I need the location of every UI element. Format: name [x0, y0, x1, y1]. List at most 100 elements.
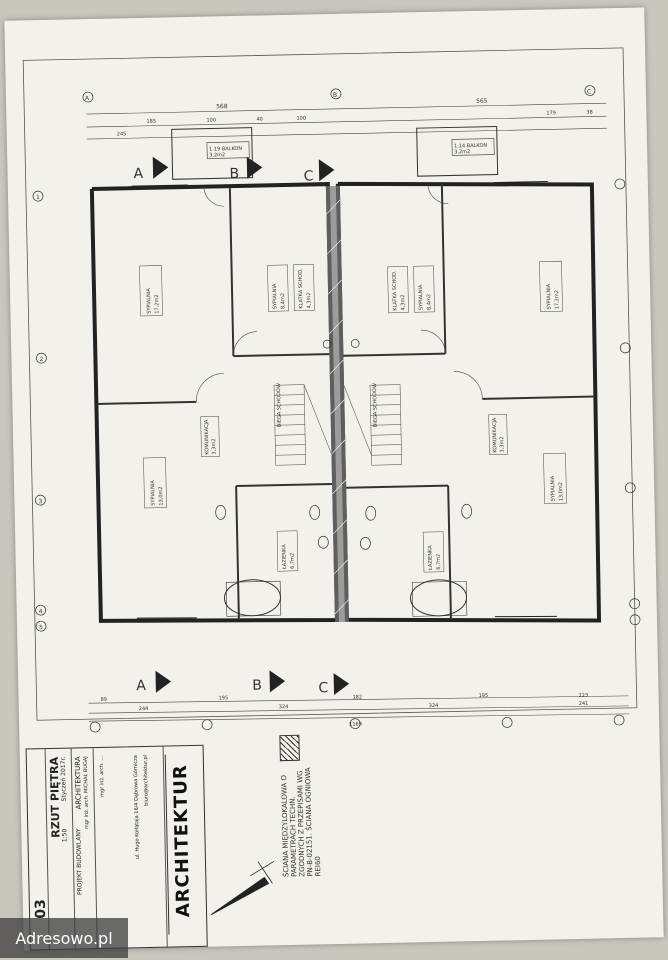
- top-dim-9: 245: [117, 131, 127, 137]
- windows: [131, 180, 558, 623]
- legend-text: ŚCIANA MIĘDZYLOKALOWA O PARAMETRACH TECH…: [280, 767, 323, 878]
- room-labels-left: SYPIALNIA 17,2m2 SYPIALNIA 8,4m2 KLATKA …: [139, 264, 315, 572]
- bottom-dimension-lines: [88, 695, 629, 722]
- room-labels-right: SYPIALNIA 17,2m2 SYPIALNIA 8,4m2 KLATKA …: [387, 260, 567, 573]
- axis-4: 4: [39, 608, 43, 615]
- floor-plan: 568 565 185 100 40 100 179 38 245 A B C …: [22, 47, 641, 916]
- bathtub-left: [223, 579, 281, 617]
- balcony-right: [416, 126, 499, 177]
- section-b-bottom: B: [252, 678, 262, 694]
- top-dim-3: 185: [146, 119, 156, 125]
- room-right-4: KOMUNIKACJA: [492, 417, 499, 453]
- bottom-dim-6: 324: [429, 703, 439, 709]
- bottom-dim-3: 195: [219, 695, 229, 701]
- top-dimension-lines: [86, 102, 607, 140]
- room-left-5: SYPIALNIA: [150, 480, 157, 506]
- room-right-5: SYPIALNIA: [550, 475, 557, 501]
- sheet-number: 03: [32, 899, 50, 919]
- room-right-3-area: 4,3m2: [400, 294, 406, 310]
- top-dim-2: 565: [476, 98, 488, 105]
- checker: mgr inż. arch. ...: [98, 755, 106, 797]
- top-dim-7: 179: [546, 110, 556, 116]
- sheet-scale: 1:50: [61, 828, 69, 843]
- room-left-3: KLATKA SCHOD.: [298, 268, 305, 309]
- bottom-dim-total: 1169: [349, 721, 362, 727]
- axis-c-top: C: [587, 89, 591, 96]
- room-right-1: SYPIALNIA: [546, 283, 553, 309]
- designer: mgr inż. arch. MICHAŁ BUGAJ: [82, 756, 91, 830]
- section-a-top: A: [133, 166, 143, 182]
- room-right-4-area: 3,3m2: [499, 436, 505, 452]
- room-left-1: SYPIALNIA: [146, 288, 153, 314]
- door-swings: [196, 183, 483, 402]
- bottom-dim-7: 195: [479, 693, 489, 699]
- stairs-label-left: BIEGA SCHODÓW: [275, 383, 283, 427]
- room-left-5-area: 13,0m2: [158, 486, 164, 505]
- section-markers: [152, 156, 350, 696]
- studio-logo: ARCHITEKTUR: [164, 753, 200, 935]
- project-stage: PROJEKT BUDOWLANY: [75, 828, 84, 896]
- axis-1: 1: [36, 194, 40, 201]
- drawing-frame: [22, 47, 638, 721]
- bottom-dim-5: 182: [353, 694, 363, 700]
- bottom-dim-8: 241: [579, 701, 589, 707]
- top-dim-6: 100: [296, 116, 306, 122]
- studio-address: ul. Hugo Kołłątaja 16/4 Dąbrowa Górnicza: [132, 755, 141, 860]
- axis-2: 2: [39, 356, 43, 363]
- room-right-6: ŁAZIENKA: [427, 545, 434, 571]
- room-right-2: SYPIALNIA: [418, 284, 425, 310]
- section-c-bottom: C: [318, 680, 328, 696]
- drawing-sheet: 568 565 185 100 40 100 179 38 245 A B C …: [4, 7, 664, 951]
- balcony-right-label: 1.14 BALKON: [454, 143, 487, 150]
- section-c-top: C: [303, 168, 313, 184]
- room-right-6-area: 6,7m2: [436, 554, 442, 570]
- discipline: ARCHITEKTURA: [73, 756, 83, 810]
- legend-hatch-icon: [279, 734, 300, 762]
- sanitary-fixtures: [215, 339, 473, 550]
- room-right-3: KLATKA SCHOD.: [392, 270, 399, 311]
- bottom-dim-2: 244: [139, 706, 149, 712]
- balcony-left-label: 1.19 BALKON: [209, 146, 242, 153]
- watermark-text: Adresowo.pl: [15, 928, 113, 948]
- bottom-dim-4: 324: [279, 704, 289, 710]
- room-right-5-area: 13,0m2: [558, 482, 564, 501]
- room-left-4: KOMUNIKACJA: [204, 419, 211, 455]
- room-left-2: SYPIALNIA: [272, 283, 279, 309]
- stairs-left: [273, 384, 332, 466]
- room-left-3-area: 4,3m2: [306, 292, 312, 308]
- balcony-left: [171, 127, 254, 180]
- stairs-label-right: BIEGA SCHODÓW: [371, 383, 379, 427]
- axis-a-top: A: [85, 95, 90, 102]
- room-left-4-area: 3,3m2: [211, 438, 217, 454]
- room-left-1-area: 17,2m2: [154, 294, 160, 313]
- section-b-top: B: [229, 166, 239, 182]
- room-right-1-area: 17,2m2: [554, 290, 560, 309]
- bottom-dim-1: 89: [101, 697, 107, 703]
- top-dim-4: 100: [206, 117, 216, 123]
- section-a-bottom: A: [136, 678, 146, 694]
- room-left-6-area: 6,7m2: [290, 553, 296, 569]
- balcony-right-area: 3,2m2: [454, 149, 470, 155]
- north-arrow-icon: [210, 860, 275, 916]
- studio-name: ARCHITEKTUR: [169, 764, 195, 918]
- axis-b-top: B: [333, 92, 337, 99]
- axis-3: 3: [38, 498, 42, 505]
- inner-walls: [96, 183, 595, 621]
- stairs-right: [343, 384, 402, 466]
- bottom-dim-9: 223: [579, 693, 589, 699]
- top-dim-8: 38: [586, 110, 592, 116]
- sheet-date: Styczeń 2017r.: [59, 756, 68, 802]
- studio-email: biuro@architektur.pl: [142, 754, 150, 806]
- legend: ŚCIANA MIĘDZYLOKALOWA O PARAMETRACH TECH…: [279, 734, 322, 885]
- room-left-6: ŁAZIENKA: [281, 544, 288, 570]
- party-wall: [325, 185, 349, 623]
- room-right-2-area: 8,4m2: [426, 294, 432, 310]
- top-dim-5: 40: [256, 116, 262, 122]
- bathtub-right: [410, 579, 468, 617]
- balcony-left-area: 3,2m2: [209, 152, 225, 158]
- watermark-logo: Adresowo.pl: [0, 918, 128, 958]
- room-left-2-area: 8,4m2: [280, 293, 286, 309]
- grid-axes: [32, 85, 641, 733]
- axis-5: 5: [39, 624, 43, 631]
- top-dim-1: 568: [216, 103, 228, 110]
